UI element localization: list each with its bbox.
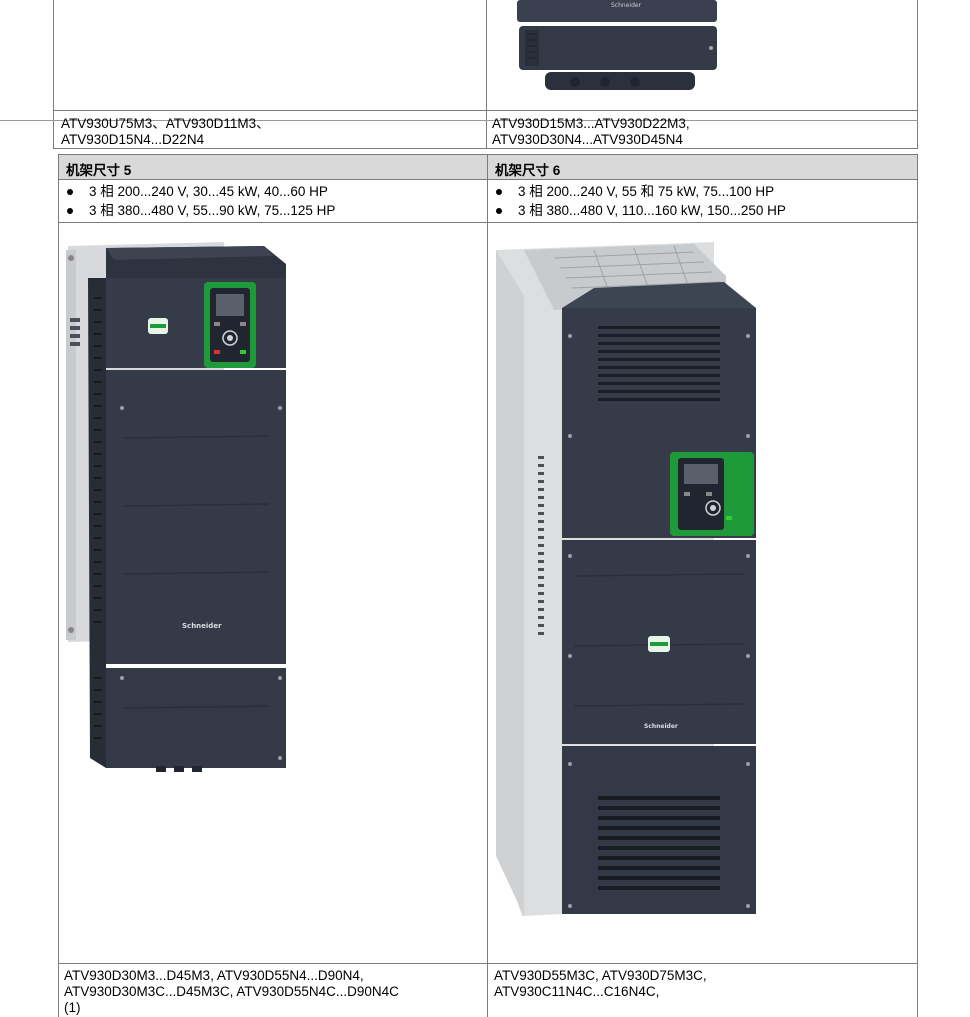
frame-6-header: 机架尺寸 6 — [495, 163, 561, 178]
drive-frame-4-image: Schneider — [515, 0, 725, 110]
spec-bullet: 3 相 200...240 V, 55 和 75 kW, 75...100 HP — [492, 182, 786, 201]
spec-bullet: 3 相 380...480 V, 55...90 kW, 75...125 HP — [63, 201, 335, 220]
frame-5-spec-list: 3 相 200...240 V, 30...45 kW, 40...60 HP … — [63, 182, 335, 220]
drive-frame-6-image: Schneider — [494, 236, 774, 922]
frame-6-spec-list: 3 相 200...240 V, 55 和 75 kW, 75...100 HP… — [492, 182, 786, 220]
frame-5-model-line: ATV930D30M3...D45M3, ATV930D55N4...D90N4… — [64, 968, 364, 983]
spec-bullet: 3 相 380...480 V, 110...160 kW, 150...250… — [492, 201, 786, 220]
top-left-model-line: ATV930U75M3、ATV930D11M3、 — [61, 116, 270, 131]
top-right-model-line: ATV930D30N4...ATV930D45N4 — [492, 132, 683, 147]
spec-bullet: 3 相 200...240 V, 30...45 kW, 40...60 HP — [63, 182, 335, 201]
frame-6-model-line: ATV930D55M3C, ATV930D75M3C, — [494, 968, 707, 983]
svg-text:Schneider: Schneider — [611, 2, 642, 9]
svg-text:Schneider: Schneider — [644, 723, 678, 730]
frame-6-model-line: ATV930C11N4C...C16N4C, — [494, 984, 660, 999]
frame-5-model-line: ATV930D30M3C...D45M3C, ATV930D55N4C...D9… — [64, 984, 399, 999]
top-left-model-line: ATV930D15N4...D22N4 — [61, 132, 205, 147]
top-right-model-line: ATV930D15M3...ATV930D22M3, — [492, 116, 690, 131]
svg-text:Schneider: Schneider — [182, 622, 222, 630]
frame-5-model-footnote: (1) — [64, 1000, 81, 1015]
frame-5-header: 机架尺寸 5 — [66, 163, 132, 178]
drive-frame-5-image: Schneider — [64, 238, 304, 778]
